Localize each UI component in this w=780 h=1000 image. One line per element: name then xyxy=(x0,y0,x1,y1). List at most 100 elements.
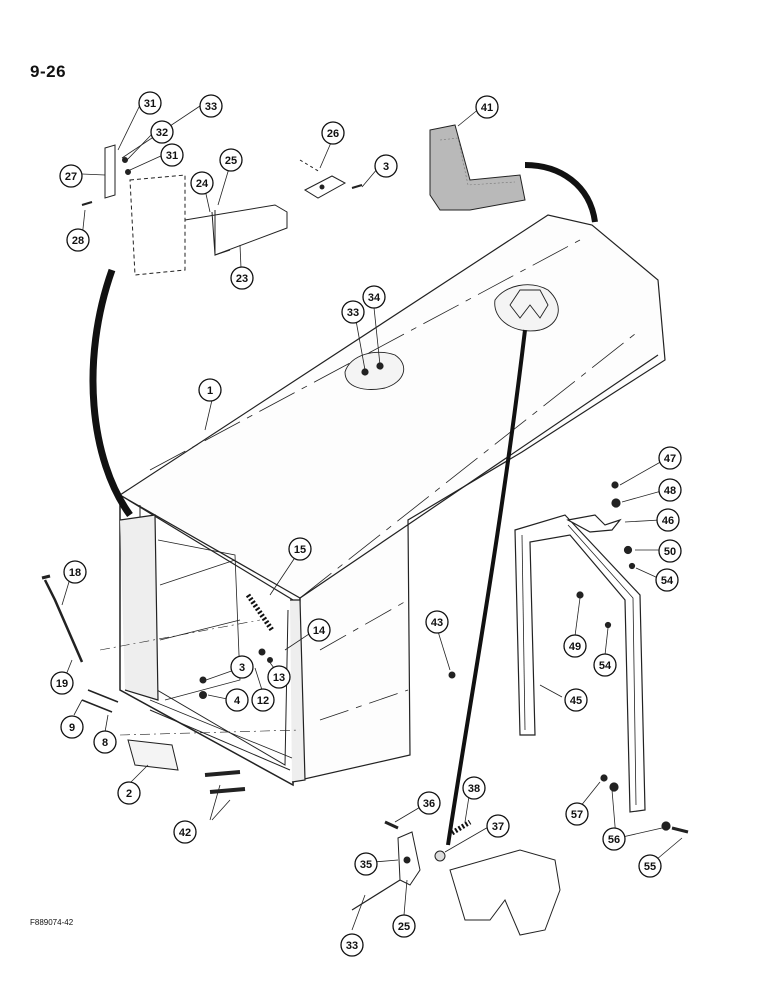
callout-31: 31 xyxy=(160,143,184,167)
callout-47: 47 xyxy=(658,446,682,470)
svg-text:42: 42 xyxy=(179,827,191,839)
callout-2: 2 xyxy=(117,781,141,805)
svg-text:55: 55 xyxy=(644,861,656,873)
callout-50: 50 xyxy=(658,539,682,563)
bolt-36 xyxy=(384,820,399,830)
svg-text:33: 33 xyxy=(347,307,359,319)
svg-text:1: 1 xyxy=(207,385,213,397)
arc-center xyxy=(446,329,527,846)
frame-45 xyxy=(514,481,689,834)
callout-41: 41 xyxy=(475,95,499,119)
callout-19: 19 xyxy=(50,671,74,695)
svg-text:19: 19 xyxy=(56,678,68,690)
svg-text:15: 15 xyxy=(294,544,306,556)
hood-crease-4 xyxy=(319,689,409,721)
callout-markers: 31 33 32 31 27 28 26 3 25 24 23 41 33 34… xyxy=(50,91,682,957)
callout-12: 12 xyxy=(251,688,275,712)
svg-text:9: 9 xyxy=(69,722,75,734)
svg-text:38: 38 xyxy=(468,783,480,795)
svg-text:31: 31 xyxy=(144,98,156,110)
foam-pad-41 xyxy=(429,124,526,211)
callout-54: 54 xyxy=(593,653,617,677)
svg-text:36: 36 xyxy=(423,798,435,810)
hood-crease-2 xyxy=(299,329,641,599)
front-right-post xyxy=(290,599,306,783)
callout-37: 37 xyxy=(486,814,510,838)
svg-text:3: 3 xyxy=(239,662,245,674)
callout-31: 31 xyxy=(138,91,162,115)
svg-text:23: 23 xyxy=(236,273,248,285)
callout-38: 38 xyxy=(462,776,486,800)
callout-9: 9 xyxy=(60,715,84,739)
svg-text:54: 54 xyxy=(599,660,612,672)
svg-text:27: 27 xyxy=(65,171,77,183)
latch-assembly xyxy=(351,819,561,936)
callout-8: 8 xyxy=(93,730,117,754)
hood-assembly xyxy=(118,214,666,787)
svg-text:2: 2 xyxy=(126,788,132,800)
callout-23: 23 xyxy=(230,266,254,290)
svg-text:57: 57 xyxy=(571,809,583,821)
callout-55: 55 xyxy=(638,854,662,878)
pin-28 xyxy=(81,201,93,206)
bushing xyxy=(434,850,446,862)
strips-42 xyxy=(204,770,241,777)
inner-panel xyxy=(157,539,241,701)
callout-45: 45 xyxy=(564,688,588,712)
svg-text:37: 37 xyxy=(492,821,504,833)
latch-bracket-view xyxy=(509,289,549,319)
svg-text:49: 49 xyxy=(569,641,581,653)
bottom-rail xyxy=(149,709,291,771)
callout-33: 33 xyxy=(199,94,223,118)
pins-9 xyxy=(81,699,113,713)
bracket-46 xyxy=(566,514,622,533)
rod-18 xyxy=(43,579,84,663)
cable-33 xyxy=(351,879,401,911)
svg-text:25: 25 xyxy=(398,921,410,933)
callout-42: 42 xyxy=(173,820,197,844)
hinge-arm xyxy=(214,210,231,256)
callout-35: 35 xyxy=(354,852,378,876)
svg-text:35: 35 xyxy=(360,859,372,871)
callout-25: 25 xyxy=(219,148,243,172)
inner-crossbar xyxy=(159,559,236,586)
svg-text:14: 14 xyxy=(313,625,326,637)
spring-38 xyxy=(450,819,472,836)
callout-4: 4 xyxy=(225,688,249,712)
latch-plate-37 xyxy=(449,849,561,936)
inner-crossbar-2 xyxy=(159,619,241,641)
hinge-assembly xyxy=(81,144,288,276)
svg-text:26: 26 xyxy=(327,128,339,140)
leader-arcs xyxy=(89,162,598,846)
callout-49: 49 xyxy=(563,634,587,658)
svg-text:46: 46 xyxy=(662,515,674,527)
svg-text:3: 3 xyxy=(383,161,389,173)
callout-36: 36 xyxy=(417,791,441,815)
plate-2 xyxy=(127,739,179,771)
svg-text:45: 45 xyxy=(570,695,582,707)
bolt-3 xyxy=(199,676,207,684)
svg-text:12: 12 xyxy=(257,695,269,707)
svg-text:25: 25 xyxy=(225,155,237,167)
callout-14: 14 xyxy=(307,618,331,642)
svg-text:31: 31 xyxy=(166,150,178,162)
svg-text:24: 24 xyxy=(196,178,209,190)
callout-3: 3 xyxy=(230,655,254,679)
callout-43: 43 xyxy=(425,610,449,634)
callout-25: 25 xyxy=(392,914,416,938)
callout-13: 13 xyxy=(267,665,291,689)
callout-3: 3 xyxy=(374,154,398,178)
callout-33: 33 xyxy=(341,300,365,324)
callout-1: 1 xyxy=(198,378,222,402)
figure-id: F889074-42 xyxy=(30,918,74,927)
svg-text:32: 32 xyxy=(156,127,168,139)
arc-left xyxy=(89,268,133,518)
arc-top-right xyxy=(524,162,598,223)
hinge-post xyxy=(104,144,116,199)
svg-text:34: 34 xyxy=(368,292,381,304)
hood-crease-1 xyxy=(149,239,581,471)
hood-crease-3 xyxy=(319,599,409,651)
callout-34: 34 xyxy=(362,285,386,309)
page-number: 9-26 xyxy=(30,62,67,81)
